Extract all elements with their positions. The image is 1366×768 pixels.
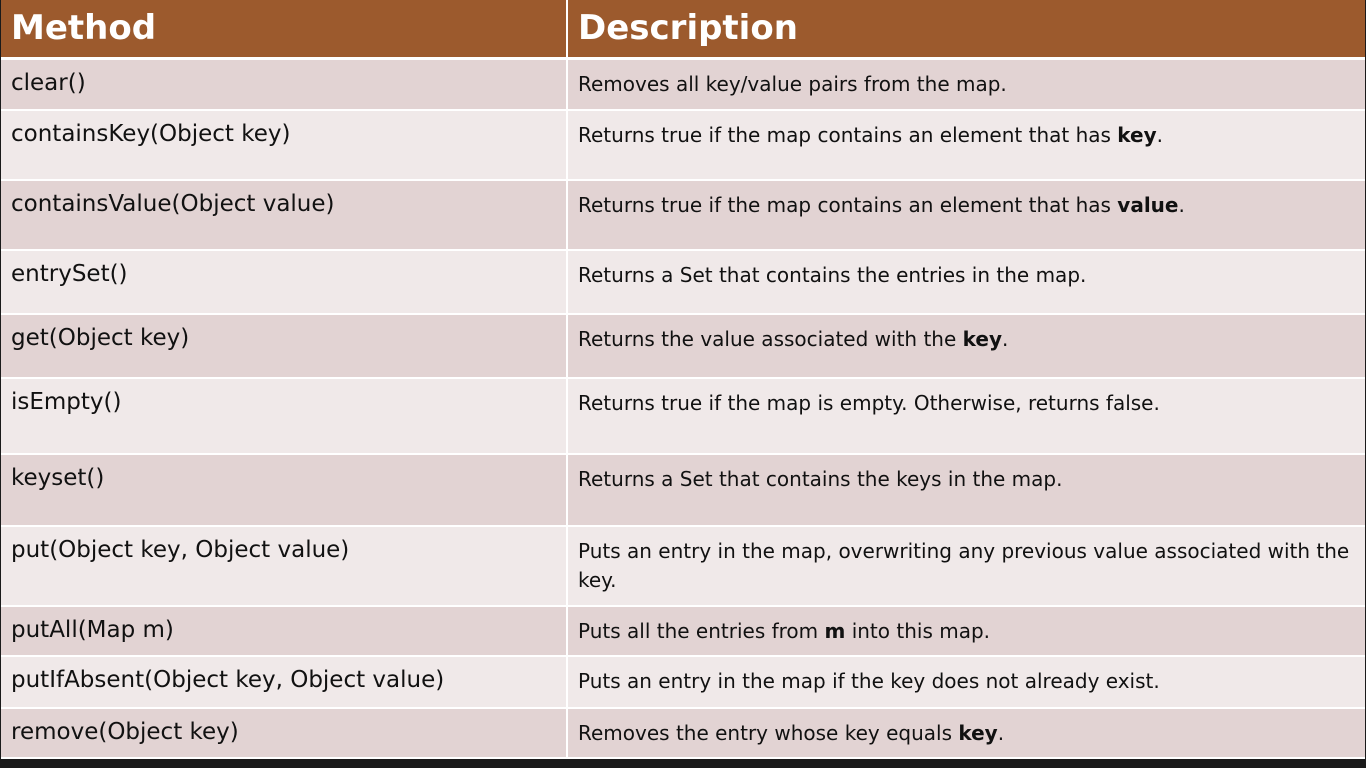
description-suffix: . xyxy=(1002,327,1009,351)
description-cell: Returns true if the map contains an elem… xyxy=(567,180,1365,251)
table-row: isEmpty() Returns true if the map is emp… xyxy=(1,378,1365,455)
description-cell: Returns true if the map is empty. Otherw… xyxy=(567,378,1365,455)
description-keyword: key xyxy=(1117,123,1157,147)
method-cell: putIfAbsent(Object key, Object value) xyxy=(1,656,568,709)
description-suffix: . xyxy=(997,721,1005,745)
header-method: Method xyxy=(1,0,568,60)
method-cell: remove(Object key) xyxy=(1,708,568,759)
header-row: Method Description xyxy=(1,0,1365,60)
method-cell: clear() xyxy=(1,58,568,111)
description-cell: Removes the entry whose key equals key. xyxy=(567,708,1365,759)
description-cell: Returns the value associated with the ke… xyxy=(567,314,1365,379)
description-keyword: m xyxy=(824,619,846,643)
method-cell: put(Object key, Object value) xyxy=(1,526,568,607)
description-text: Returns a Set that contains the keys in … xyxy=(578,467,1063,491)
description-text: Puts an entry in the map, overwriting an… xyxy=(578,539,1350,592)
description-text: Returns a Set that contains the entries … xyxy=(578,263,1087,287)
description-cell: Puts an entry in the map, overwriting an… xyxy=(567,526,1365,607)
description-keyword: key xyxy=(958,721,998,745)
table-row: get(Object key) Returns the value associ… xyxy=(1,314,1365,379)
method-cell: putAll(Map m) xyxy=(1,606,568,657)
description-text: Removes the entry whose key equals xyxy=(578,721,959,745)
table-row: entrySet() Returns a Set that contains t… xyxy=(1,250,1365,315)
method-cell: containsValue(Object value) xyxy=(1,180,568,251)
method-cell: isEmpty() xyxy=(1,378,568,455)
table-row: putAll(Map m) Puts all the entries from … xyxy=(1,606,1365,657)
description-keyword: value xyxy=(1117,193,1179,217)
description-cell: Returns true if the map contains an elem… xyxy=(567,110,1365,181)
description-keyword: key xyxy=(962,327,1002,351)
description-cell: Returns a Set that contains the entries … xyxy=(567,250,1365,315)
method-cell: containsKey(Object key) xyxy=(1,110,568,181)
description-cell: Puts all the entries from m into this ma… xyxy=(567,606,1365,657)
method-cell: entrySet() xyxy=(1,250,568,315)
description-text: Puts an entry in the map if the key does… xyxy=(578,669,1160,693)
description-cell: Puts an entry in the map if the key does… xyxy=(567,656,1365,709)
description-cell: Returns a Set that contains the keys in … xyxy=(567,454,1365,527)
description-suffix: . xyxy=(1178,193,1185,217)
table-row: clear() Removes all key/value pairs from… xyxy=(1,58,1365,111)
table-row: containsValue(Object value) Returns true… xyxy=(1,180,1365,251)
table-row: remove(Object key) Removes the entry who… xyxy=(1,708,1365,759)
header-description: Description xyxy=(567,0,1365,60)
description-suffix: . xyxy=(1156,123,1164,147)
description-suffix: into this map. xyxy=(845,619,991,643)
description-text: Puts all the entries from xyxy=(578,619,825,643)
method-cell: keyset() xyxy=(1,454,568,527)
table-row: putIfAbsent(Object key, Object value) Pu… xyxy=(1,656,1365,709)
description-text: Returns true if the map contains an elem… xyxy=(578,193,1118,217)
description-text: Returns the value associated with the xyxy=(578,327,963,351)
description-text: Removes all key/value pairs from the map… xyxy=(578,71,1007,96)
table-row: keyset() Returns a Set that contains the… xyxy=(1,454,1365,527)
method-cell: get(Object key) xyxy=(1,314,568,379)
description-cell: Removes all key/value pairs from the map… xyxy=(567,58,1365,111)
description-text: Returns true if the map contains an elem… xyxy=(578,123,1118,147)
description-text: Returns true if the map is empty. Otherw… xyxy=(578,391,1160,415)
table-row: put(Object key, Object value) Puts an en… xyxy=(1,526,1365,607)
table-row: containsKey(Object key) Returns true if … xyxy=(1,110,1365,181)
